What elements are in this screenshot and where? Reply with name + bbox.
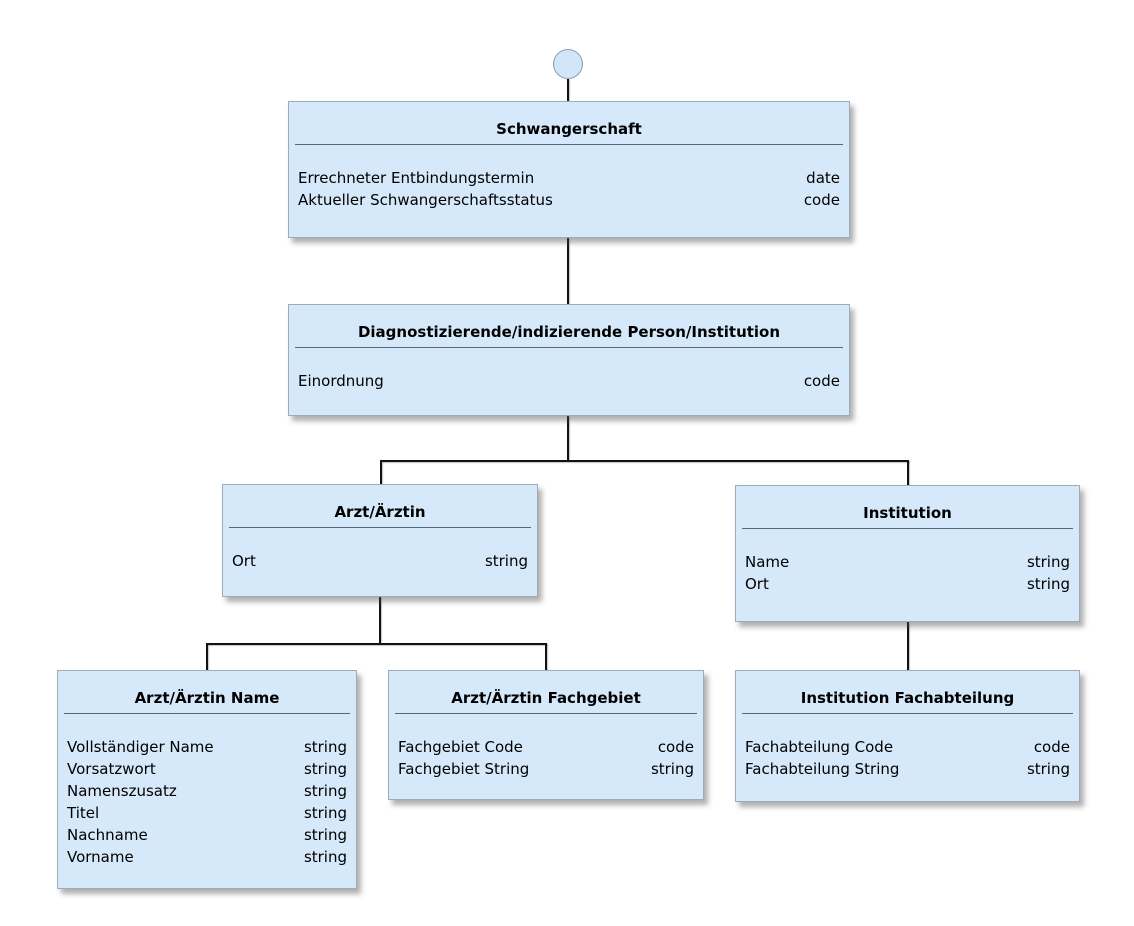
node-title: Institution — [863, 504, 952, 522]
attribute-name: Aktueller Schwangerschaftsstatus — [298, 191, 553, 209]
node-arzt-aerztin-fachgebiet[interactable]: Arzt/Ärztin Fachgebiet Fachgebiet Code c… — [388, 670, 704, 800]
attribute-row: Aktueller Schwangerschaftsstatus code — [298, 189, 840, 211]
attribute-row: Vorname string — [67, 846, 347, 868]
attribute-name: Fachgebiet String — [398, 760, 530, 778]
attribute-type: string — [303, 738, 347, 756]
attribute-name: Errechneter Entbindungstermin — [298, 169, 535, 187]
title-divider — [395, 713, 697, 714]
connector-line — [380, 460, 382, 485]
attribute-row: Fachabteilung String string — [745, 758, 1070, 780]
attribute-name: Fachabteilung Code — [745, 738, 894, 756]
attribute-row: Einordnung code — [298, 370, 840, 392]
attribute-row: Fachgebiet Code code — [398, 736, 694, 758]
attribute-list: Fachabteilung Code code Fachabteilung St… — [736, 714, 1079, 780]
attribute-name: Titel — [67, 804, 100, 822]
node-title: Institution Fachabteilung — [800, 689, 1015, 707]
title-divider — [295, 144, 843, 145]
attribute-list: Einordnung code — [289, 348, 849, 392]
attribute-row: Namenszusatz string — [67, 780, 347, 802]
node-institution[interactable]: Institution Name string Ort string — [735, 485, 1080, 622]
attribute-type: string — [484, 552, 528, 570]
node-diagnostizierende-person-institution[interactable]: Diagnostizierende/indizierende Person/In… — [288, 304, 850, 416]
title-divider — [229, 527, 531, 528]
title-divider — [295, 347, 843, 348]
attribute-type: string — [303, 826, 347, 844]
connector-line — [907, 460, 909, 486]
attribute-type: code — [1033, 738, 1070, 756]
title-divider — [64, 713, 350, 714]
attribute-name: Einordnung — [298, 372, 384, 390]
attribute-row: Nachname string — [67, 824, 347, 846]
attribute-type: string — [303, 804, 347, 822]
attribute-row: Vollständiger Name string — [67, 736, 347, 758]
node-title: Diagnostizierende/indizierende Person/In… — [357, 323, 781, 341]
connector-line — [567, 416, 569, 461]
attribute-row: Vorsatzwort string — [67, 758, 347, 780]
attribute-row: Name string — [745, 551, 1070, 573]
attribute-list: Fachgebiet Code code Fachgebiet String s… — [389, 714, 703, 780]
node-schwangerschaft[interactable]: Schwangerschaft Errechneter Entbindungst… — [288, 101, 850, 238]
attribute-type: code — [803, 191, 840, 209]
attribute-name: Vollständiger Name — [67, 738, 214, 756]
attribute-type: code — [657, 738, 694, 756]
connector-line — [567, 238, 569, 305]
attribute-type: string — [303, 760, 347, 778]
attribute-list: Errechneter Entbindungstermin date Aktue… — [289, 145, 849, 211]
attribute-type: string — [650, 760, 694, 778]
connector-line — [206, 643, 208, 671]
attribute-type: string — [1026, 575, 1070, 593]
attribute-name: Name — [745, 553, 790, 571]
attribute-name: Vorsatzwort — [67, 760, 156, 778]
attribute-type: string — [303, 782, 347, 800]
connector-line — [907, 622, 909, 671]
attribute-type: string — [303, 848, 347, 866]
attribute-row: Titel string — [67, 802, 347, 824]
attribute-list: Name string Ort string — [736, 529, 1079, 595]
attribute-list: Ort string — [223, 528, 537, 572]
connector-line — [545, 643, 547, 671]
attribute-name: Ort — [745, 575, 769, 593]
attribute-type: string — [1026, 553, 1070, 571]
connector-line — [379, 597, 381, 644]
node-title: Arzt/Ärztin Fachgebiet — [451, 689, 641, 707]
title-divider — [742, 528, 1073, 529]
attribute-type: code — [803, 372, 840, 390]
attribute-name: Fachgebiet Code — [398, 738, 523, 756]
connector-line — [206, 643, 547, 645]
attribute-row: Fachabteilung Code code — [745, 736, 1070, 758]
connector-line — [380, 460, 909, 462]
attribute-row: Ort string — [745, 573, 1070, 595]
attribute-name: Fachabteilung String — [745, 760, 900, 778]
attribute-type: date — [806, 169, 840, 187]
attribute-name: Ort — [232, 552, 256, 570]
attribute-list: Vollständiger Name string Vorsatzwort st… — [58, 714, 356, 868]
node-institution-fachabteilung[interactable]: Institution Fachabteilung Fachabteilung … — [735, 670, 1080, 802]
attribute-name: Vorname — [67, 848, 134, 866]
attribute-type: string — [1026, 760, 1070, 778]
attribute-name: Namenszusatz — [67, 782, 177, 800]
node-title: Schwangerschaft — [496, 120, 642, 138]
attribute-row: Errechneter Entbindungstermin date — [298, 167, 840, 189]
node-title: Arzt/Ärztin — [334, 503, 426, 521]
node-title: Arzt/Ärztin Name — [134, 689, 280, 707]
root-circle-icon — [553, 49, 583, 79]
attribute-row: Ort string — [232, 550, 528, 572]
node-arzt-aerztin-name[interactable]: Arzt/Ärztin Name Vollständiger Name stri… — [57, 670, 357, 889]
node-arzt-aerztin[interactable]: Arzt/Ärztin Ort string — [222, 484, 538, 597]
attribute-row: Fachgebiet String string — [398, 758, 694, 780]
attribute-name: Nachname — [67, 826, 148, 844]
connector-line — [567, 79, 569, 102]
title-divider — [742, 713, 1073, 714]
